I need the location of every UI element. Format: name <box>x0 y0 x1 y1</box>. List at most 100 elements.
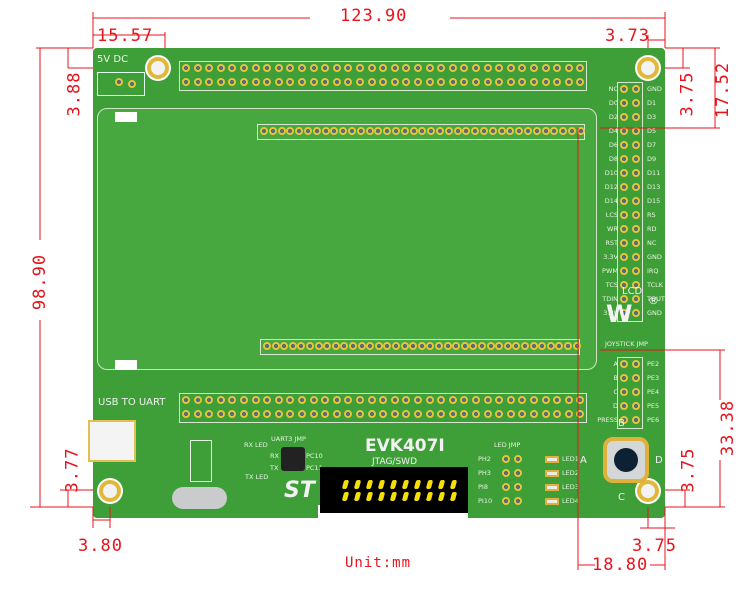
header-pin <box>304 127 312 135</box>
header-pin <box>495 396 504 404</box>
tx-led-label: TX LED <box>245 473 269 481</box>
header-pin <box>425 78 434 86</box>
header-pin <box>632 360 640 368</box>
header-pin <box>546 342 555 350</box>
lcd-pin-label: D13 <box>647 183 661 191</box>
header-pin <box>205 78 214 86</box>
header-pin <box>632 155 640 163</box>
header-pin <box>367 64 376 72</box>
header-pin <box>298 396 306 404</box>
header-pin <box>620 309 628 317</box>
header-pin <box>503 342 512 350</box>
header-pin <box>620 416 628 424</box>
header-pin <box>356 127 365 135</box>
waveshare-logo: W <box>606 300 633 328</box>
header-pin <box>576 410 585 418</box>
header-pin <box>453 127 462 135</box>
led <box>545 498 559 505</box>
header-pin <box>437 396 446 404</box>
header-pin <box>620 225 628 233</box>
header-pin <box>286 396 295 404</box>
joystick-knob[interactable] <box>614 448 638 472</box>
header-pin <box>620 239 628 247</box>
uart-jumper[interactable] <box>281 447 305 471</box>
lcd-pin-label: D3 <box>647 113 657 121</box>
lcd-pin-label: D1 <box>647 99 657 107</box>
header-pin <box>620 402 628 410</box>
header-pin <box>344 64 353 72</box>
header-pin <box>518 410 527 418</box>
led-jmp-pin <box>514 497 522 505</box>
header-pin <box>620 388 628 396</box>
header-pin <box>436 127 444 135</box>
header-pin <box>521 342 529 350</box>
core-module-outline <box>97 108 597 370</box>
lcd-pin-label: D12 <box>604 183 618 191</box>
header-pin <box>182 396 190 404</box>
header-pin <box>559 127 568 135</box>
header-pin <box>452 342 461 350</box>
header-pin <box>483 64 492 72</box>
header-pin <box>298 64 306 72</box>
header-pin <box>632 113 640 121</box>
lcd-pin-label: D5 <box>647 127 657 135</box>
header-pin <box>309 410 318 418</box>
lcd-pin-label: TDIN <box>602 295 618 303</box>
header-pin <box>512 342 521 350</box>
header-pin <box>506 396 515 404</box>
led-port-label: PH2 <box>478 455 491 463</box>
header-pin <box>228 78 237 86</box>
led-port-label: PI10 <box>478 497 493 505</box>
header-pin <box>472 410 480 418</box>
jtag-connector[interactable] <box>320 467 468 513</box>
header-pin <box>298 410 306 418</box>
ic-chip <box>190 440 212 482</box>
header-pin <box>288 342 297 350</box>
lcd-pin-label: D8 <box>608 155 618 163</box>
header-pin <box>632 197 640 205</box>
header-pin <box>518 64 527 72</box>
header-pin <box>356 64 364 72</box>
lcd-pin-label: D14 <box>604 197 618 205</box>
lcd-pin-label: RD <box>647 225 657 233</box>
header-pin <box>240 64 248 72</box>
st-logo: ST <box>284 478 315 503</box>
header-pin <box>251 64 260 72</box>
header-pin <box>348 127 356 135</box>
joystick-pin-label: C <box>613 388 618 396</box>
led-label: LED1 <box>562 455 579 463</box>
lcd-pin-label: D9 <box>647 155 657 163</box>
header-pin <box>530 78 538 86</box>
header-pin <box>632 267 640 275</box>
led <box>545 470 559 477</box>
jtag-label: JTAG/SWD <box>372 457 417 467</box>
led-label: LED3 <box>562 483 579 491</box>
dim-height-total: 98.90 <box>30 253 51 311</box>
header-pin <box>418 127 427 135</box>
header-pin <box>572 342 581 350</box>
header-pin <box>483 410 492 418</box>
header-pin <box>330 127 339 135</box>
header-pin <box>620 113 628 121</box>
header-pin <box>529 342 538 350</box>
header-pin <box>340 342 349 350</box>
header-pin <box>435 342 443 350</box>
lcd-pin-label: PWM <box>602 267 618 275</box>
header-pin <box>193 396 202 404</box>
header-pin <box>620 281 628 289</box>
joystick-pin-label: PE4 <box>647 388 660 396</box>
header-pin <box>530 410 538 418</box>
dc-jack <box>97 72 145 96</box>
header-pin <box>323 342 332 350</box>
header-pin <box>409 127 418 135</box>
lcd-pin-label: WR <box>607 225 618 233</box>
header-pin <box>632 85 640 93</box>
header-pin <box>390 410 399 418</box>
dim-bottom-hole-left-h: 3.80 <box>78 536 123 556</box>
dim-bottom-hole-right-v: 3.75 <box>678 447 699 493</box>
led-port-label: PH3 <box>478 469 491 477</box>
header-pin <box>553 396 562 404</box>
mount-hole-top-left <box>147 57 169 79</box>
header-pin <box>486 342 495 350</box>
lcd-pin-label: D0 <box>608 99 618 107</box>
